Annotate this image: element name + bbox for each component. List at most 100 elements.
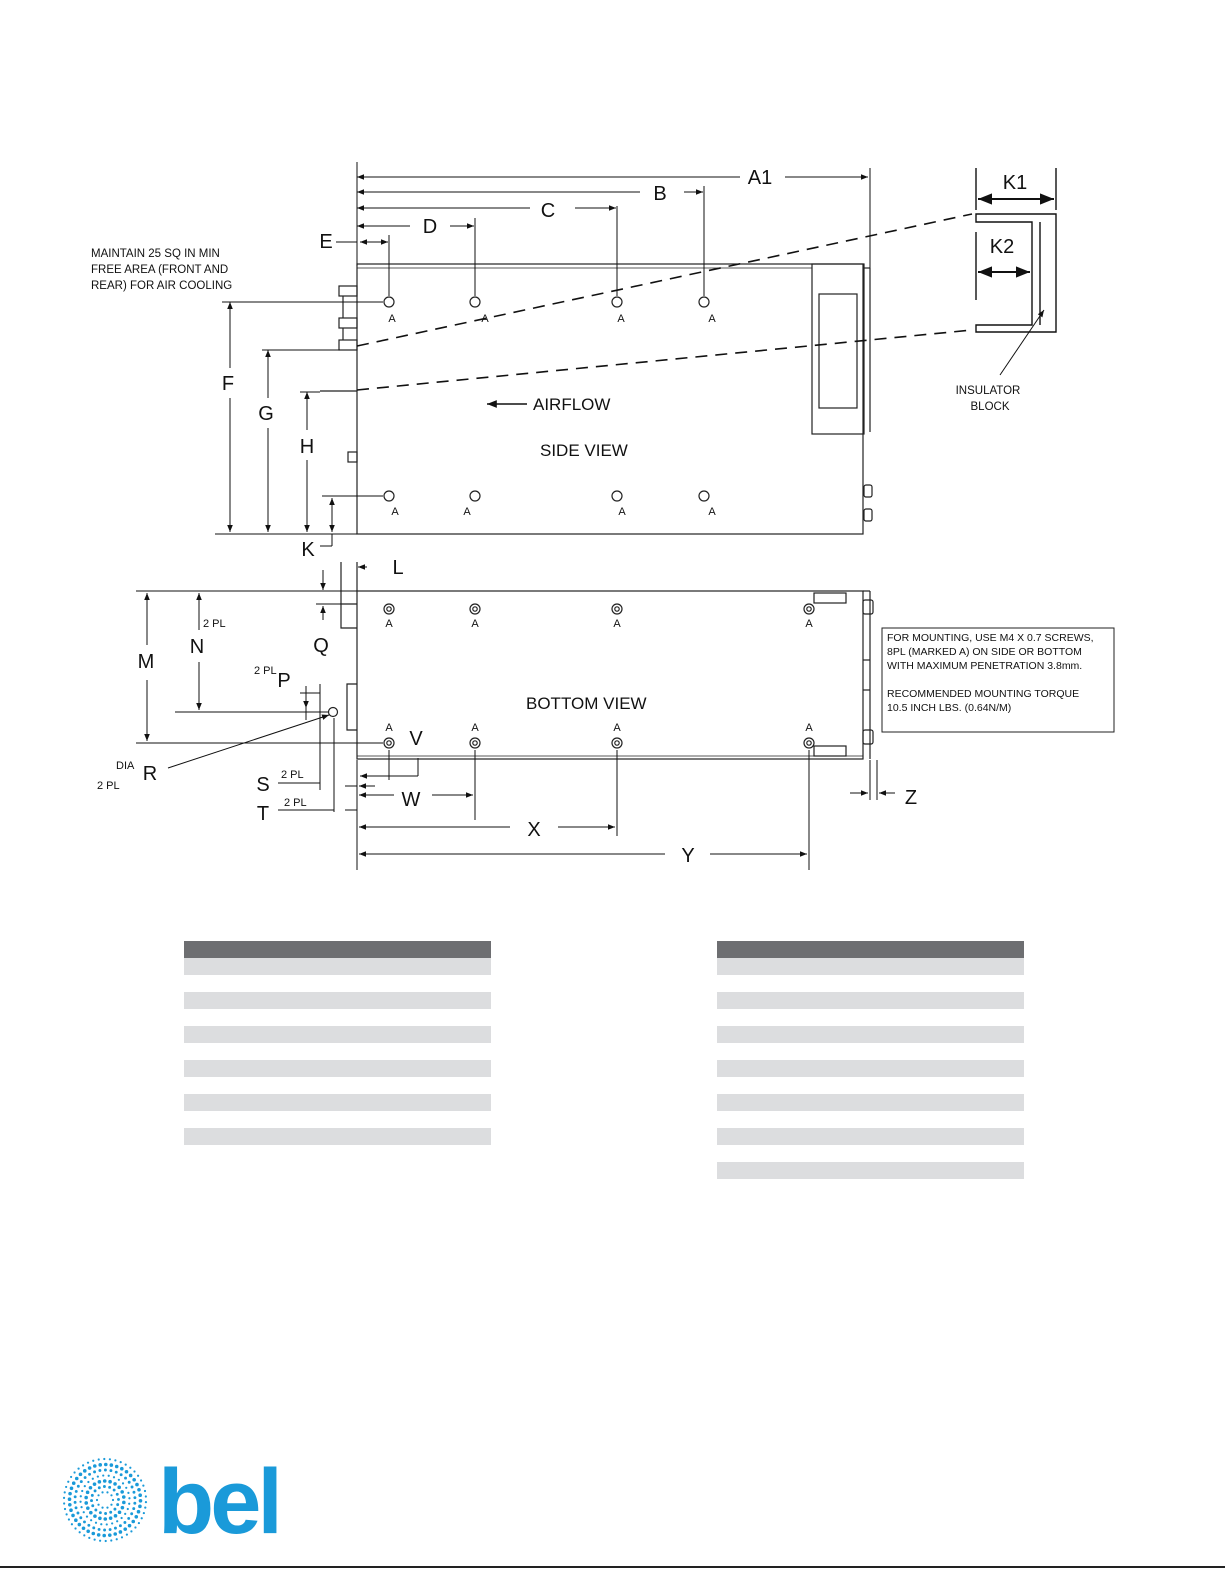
hole-label: A bbox=[618, 506, 626, 518]
table-row bbox=[184, 1145, 491, 1162]
logo-text: bel bbox=[158, 1455, 279, 1545]
hole-label: A bbox=[385, 618, 393, 630]
bottom-hole bbox=[803, 737, 815, 749]
table-header bbox=[184, 941, 491, 958]
table-row bbox=[184, 1128, 491, 1145]
dim-W: W bbox=[402, 789, 421, 811]
table-row bbox=[717, 958, 1024, 975]
dim-C: C bbox=[541, 200, 555, 222]
insulator-label: BLOCK bbox=[971, 401, 1010, 413]
side-view-title: SIDE VIEW bbox=[540, 441, 628, 460]
side-hole bbox=[469, 296, 481, 308]
side-hole bbox=[698, 296, 710, 308]
side-hole bbox=[698, 490, 710, 502]
dia-label: DIA bbox=[116, 760, 135, 772]
table-row bbox=[717, 975, 1024, 992]
dim-A1: A1 bbox=[748, 167, 772, 189]
mounting-note-line: 10.5 INCH LBS. (0.64N/M) bbox=[887, 702, 1011, 714]
dim-Q: Q bbox=[313, 635, 329, 657]
airflow-note-line: REAR) FOR AIR COOLING bbox=[91, 280, 232, 292]
table-row bbox=[717, 1043, 1024, 1060]
table-row bbox=[717, 1060, 1024, 1077]
bottom-hole bbox=[383, 603, 395, 615]
insulator-label: INSULATOR bbox=[956, 385, 1021, 397]
dim-G: G bbox=[258, 403, 274, 425]
hole-label: A bbox=[385, 722, 393, 734]
dimension-table-left bbox=[184, 941, 491, 1162]
airflow-note-line: MAINTAIN 25 SQ IN MIN bbox=[91, 248, 220, 260]
bottom-view bbox=[327, 562, 874, 760]
table-row bbox=[717, 1026, 1024, 1043]
mounting-note-line: WITH MAXIMUM PENETRATION 3.8mm. bbox=[887, 660, 1082, 672]
dimension-table-right bbox=[717, 941, 1024, 1196]
mounting-note-line: RECOMMENDED MOUNTING TORQUE bbox=[887, 688, 1079, 700]
side-hole bbox=[469, 490, 481, 502]
bottom-hole bbox=[611, 603, 623, 615]
hole-label: A bbox=[617, 313, 625, 325]
dim-K1: K1 bbox=[1003, 172, 1027, 194]
bottom-hole bbox=[469, 737, 481, 749]
dim-K: K bbox=[301, 539, 315, 561]
logo-globe-icon bbox=[62, 1457, 148, 1543]
dim-T: T bbox=[257, 803, 269, 825]
hole-label: A bbox=[388, 313, 396, 325]
dim-V: V bbox=[409, 728, 423, 750]
side-view bbox=[320, 263, 873, 535]
hole-label: A bbox=[805, 722, 813, 734]
table-row bbox=[717, 1009, 1024, 1026]
two-pl-label: 2 PL bbox=[284, 797, 307, 809]
airflow-note-line: FREE AREA (FRONT AND bbox=[91, 264, 228, 276]
table-row bbox=[184, 1060, 491, 1077]
bottom-hole bbox=[469, 603, 481, 615]
bottom-hole bbox=[611, 737, 623, 749]
hole-label: A bbox=[471, 722, 479, 734]
table-row bbox=[717, 1094, 1024, 1111]
dim-Z: Z bbox=[905, 787, 917, 809]
dim-H: H bbox=[300, 436, 314, 458]
dim-X: X bbox=[527, 819, 540, 841]
two-pl-label: 2 PL bbox=[254, 665, 277, 677]
table-row bbox=[184, 975, 491, 992]
table-row bbox=[717, 1162, 1024, 1179]
mechanical-drawing: A A A A A A A A SIDE VIEW AIRFLOW A1 bbox=[91, 162, 1115, 870]
table-row bbox=[184, 958, 491, 975]
mounting-note-line: 8PL (MARKED A) ON SIDE OR BOTTOM bbox=[887, 646, 1082, 658]
dim-K2: K2 bbox=[990, 236, 1014, 258]
bottom-hole bbox=[383, 737, 395, 749]
bottom-view-title: BOTTOM VIEW bbox=[526, 694, 647, 713]
side-view-body bbox=[356, 263, 864, 535]
mounting-note-box bbox=[881, 627, 1115, 733]
hole-label: A bbox=[805, 618, 813, 630]
hole-label: A bbox=[463, 506, 471, 518]
hole-label: A bbox=[613, 618, 621, 630]
table-row bbox=[717, 992, 1024, 1009]
side-hole bbox=[383, 296, 395, 308]
dim-P: P bbox=[277, 670, 290, 692]
mounting-note-line: FOR MOUNTING, USE M4 X 0.7 SCREWS, bbox=[887, 632, 1094, 644]
dim-B: B bbox=[653, 183, 666, 205]
two-pl-label: 2 PL bbox=[281, 769, 304, 781]
side-view-window bbox=[818, 293, 858, 409]
table-row bbox=[717, 1111, 1024, 1128]
dim-S: S bbox=[256, 774, 269, 796]
hole-label: A bbox=[391, 506, 399, 518]
table-row bbox=[184, 1026, 491, 1043]
bottom-hole bbox=[803, 603, 815, 615]
table-row bbox=[717, 1128, 1024, 1145]
hole-label: A bbox=[708, 506, 716, 518]
dim-M: M bbox=[138, 651, 155, 673]
insulator-block bbox=[975, 168, 1057, 376]
airflow-label: AIRFLOW bbox=[533, 395, 610, 414]
dim-D: D bbox=[423, 216, 437, 238]
hole-label: A bbox=[613, 722, 621, 734]
two-pl-label: 2 PL bbox=[203, 618, 226, 630]
hole-label: A bbox=[471, 618, 479, 630]
side-hole bbox=[611, 490, 623, 502]
table-row bbox=[717, 1179, 1024, 1196]
dim-E: E bbox=[319, 231, 332, 253]
bottom-view-body bbox=[356, 590, 864, 760]
bel-logo: bel bbox=[62, 1455, 283, 1545]
dim-Y: Y bbox=[681, 845, 694, 867]
dim-N: N bbox=[190, 636, 204, 658]
table-header bbox=[717, 941, 1024, 958]
